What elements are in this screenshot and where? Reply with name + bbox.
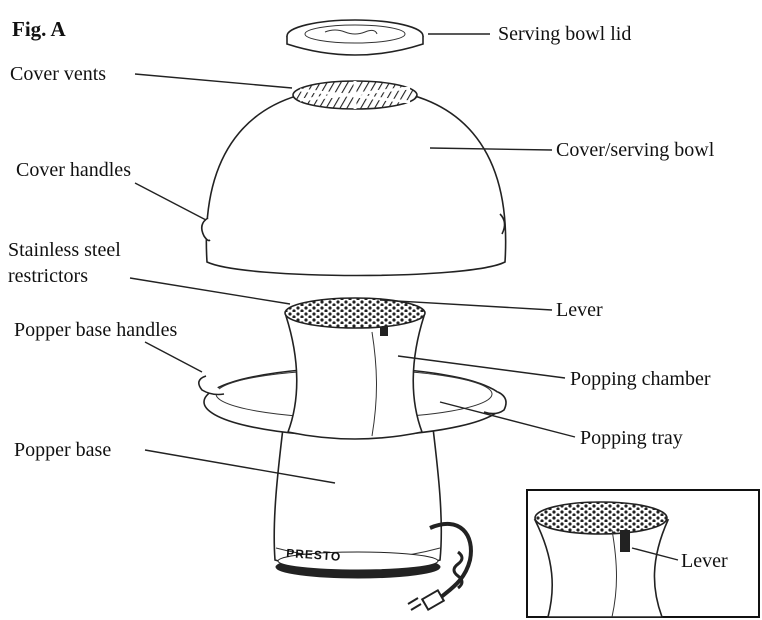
label-cover-handles: Cover handles	[16, 159, 131, 181]
label-lever: Lever	[556, 299, 603, 321]
popping-chamber	[284, 315, 426, 440]
serving-bowl-lid	[286, 19, 424, 56]
label-cover-vents: Cover vents	[10, 63, 106, 85]
label-inset-lever: Lever	[681, 550, 728, 572]
brand-logo: PRESTO	[286, 546, 342, 564]
leader-lines	[129, 33, 576, 484]
power-cord	[407, 521, 473, 612]
stainless-steel-restrictors	[284, 297, 426, 329]
label-cover-serving-bowl: Cover/serving bowl	[556, 139, 715, 161]
popper-base: PRESTO	[273, 427, 443, 579]
label-popper-base-handles: Popper base handles	[14, 319, 178, 341]
label-restrictors-line2: restrictors	[8, 265, 88, 287]
cover-vents	[292, 80, 418, 110]
cover-serving-bowl	[200, 87, 507, 277]
label-restrictors-line1: Stainless steel	[8, 239, 121, 261]
figure-title: Fig. A	[12, 17, 67, 41]
label-serving-bowl-lid: Serving bowl lid	[498, 23, 631, 45]
label-popping-tray: Popping tray	[580, 427, 683, 449]
label-popping-chamber: Popping chamber	[570, 368, 711, 390]
label-popper-base: Popper base	[14, 439, 111, 461]
lever-inset: Lever	[526, 489, 760, 618]
